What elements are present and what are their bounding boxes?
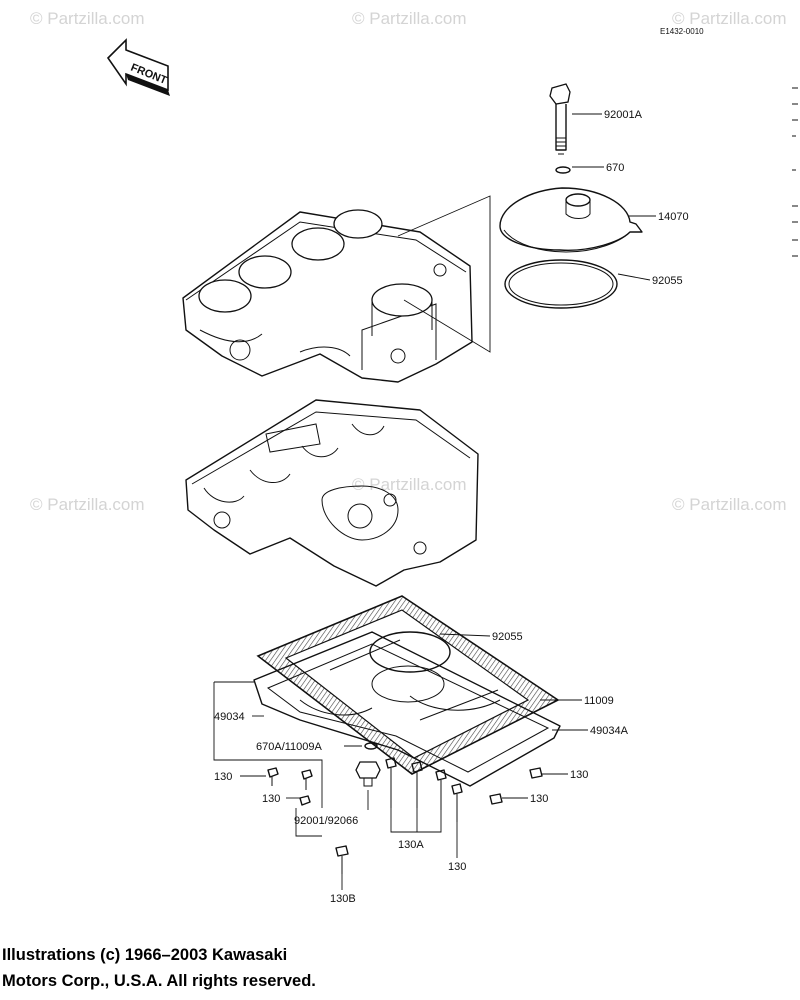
watermark-text: © Partzilla.com [30,495,145,514]
label-130-d: 130 [530,793,548,805]
label-130-e: 130 [448,861,466,873]
lower-crankcase [185,399,479,587]
bolt-icon [489,793,503,805]
cylinder-bore [333,209,383,239]
watermark-text: © Partzilla.com [352,475,467,494]
bolt-icon [529,767,543,779]
label-130-b: 130 [262,793,280,805]
guide-lines [397,195,491,353]
copyright-line-2: Motors Corp., U.S.A. All rights reserved… [2,972,316,990]
bolt-icon [451,783,463,822]
copyright-line-1: Illustrations (c) 1966–2003 Kawasaki [2,946,288,964]
o-ring-inner [508,262,614,306]
watermark-text: © Partzilla.com [30,9,145,28]
label-670: 670 [606,162,624,174]
bolt-icon [385,757,397,808]
watermark-text: © Partzilla.com [672,9,787,28]
bolt-icon [301,769,313,790]
upper-crankcase [182,209,473,383]
filter-cover-icon [499,187,643,253]
label-130a: 130A [398,839,424,851]
leader-lines [213,113,656,890]
label-11009: 11009 [584,695,614,707]
label-14070: 14070 [658,211,689,223]
cylinder-bore [198,279,252,313]
callout-labels: 92001A 670 14070 92055 92055 11009 49034… [214,109,689,905]
o-ring-icon [504,259,618,309]
label-49034a: 49034A [590,725,629,737]
bolt-icon [299,795,311,806]
drain-plug-icon [355,761,381,787]
label-92055-upper: 92055 [652,275,683,287]
index-stubs [792,87,798,257]
bolt-icon [435,769,447,810]
cylinder-bore [291,227,345,261]
diagram-code: E1432-0010 [660,27,704,36]
label-92055-lower: 92055 [492,631,523,643]
label-92001-92066: 92001/92066 [294,815,358,827]
label-92001a: 92001A [604,109,643,121]
label-130-c: 130 [570,769,588,781]
bolt-icon [267,767,279,786]
watermark-text: © Partzilla.com [352,9,467,28]
front-arrow-icon: FRONT [106,38,170,96]
washer-icon [555,166,571,174]
bolt-icon [411,761,423,808]
watermarks: © Partzilla.com © Partzilla.com © Partzi… [30,9,787,514]
label-49034: 49034 [214,711,245,723]
watermark-text: © Partzilla.com [672,495,787,514]
label-130b: 130B [330,893,356,905]
cylinder-bore [238,255,292,289]
bolt-icon [335,845,349,874]
drain-washer-icon [364,742,378,750]
label-130-a: 130 [214,771,232,783]
label-670a-11009a: 670A/11009A [256,741,323,753]
small-bolts [267,757,543,874]
oil-pan-icon [253,631,561,787]
long-bolt-icon [549,83,571,155]
